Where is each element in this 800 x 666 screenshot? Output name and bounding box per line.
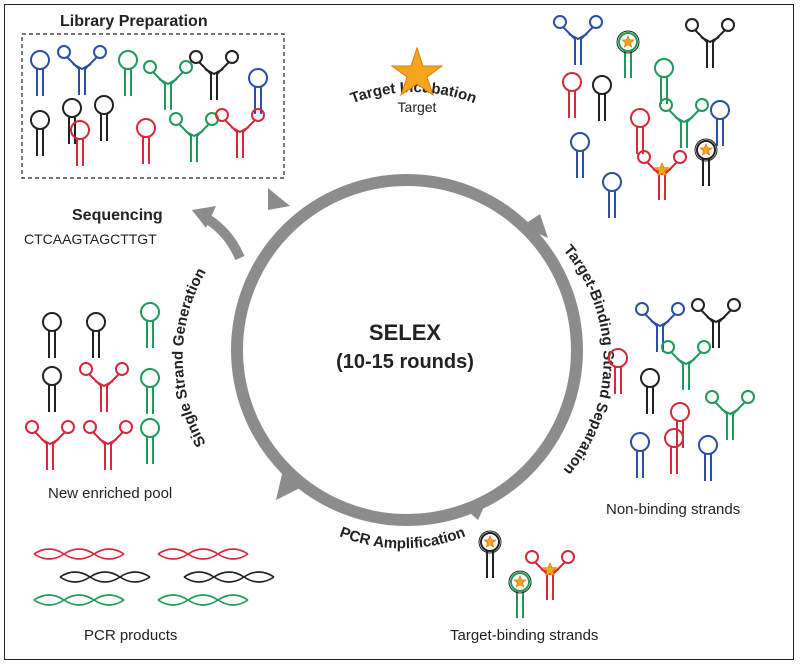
hairpin-aptamer — [570, 132, 590, 178]
library-title: Library Preparation — [60, 13, 208, 30]
pcr-strand — [157, 548, 249, 560]
hairpin-aptamer — [42, 366, 62, 412]
hairpin-aptamer — [248, 68, 268, 114]
pcr-strand — [183, 571, 275, 583]
center-title: SELEX — [369, 320, 441, 345]
junction-aptamer — [143, 60, 193, 110]
pcr-strand — [33, 594, 125, 606]
hairpin-aptamer — [140, 368, 160, 414]
hairpin-aptamer — [478, 530, 502, 578]
hairpin-aptamer — [616, 30, 640, 78]
junction-aptamer — [79, 362, 129, 412]
target-star-icon — [699, 142, 713, 156]
hairpin-aptamer — [562, 72, 582, 118]
target-star-icon — [621, 34, 635, 48]
junction-aptamer — [553, 15, 603, 65]
step-single-strand: Single Strand Generation — [170, 265, 210, 450]
pcr-strand — [33, 548, 125, 560]
pcr-strand — [183, 571, 275, 583]
step-pcr-amplification: PCR Amplification — [337, 524, 467, 553]
sequencing-arrowhead — [192, 206, 216, 228]
junction-aptamer — [215, 108, 265, 158]
sequence-readout: CTCAAGTAGCTTGT — [24, 231, 157, 247]
junction-aptamer — [57, 45, 107, 95]
aptamer-groups — [25, 15, 755, 618]
junction-aptamer — [691, 298, 741, 348]
hairpin-aptamer — [30, 110, 50, 156]
junction-aptamer — [189, 50, 239, 100]
pcr-strand — [59, 571, 151, 583]
junction-aptamer — [705, 390, 755, 440]
junction-aptamer — [169, 112, 219, 162]
pcr-products-label: PCR products — [84, 627, 177, 644]
pcr-products — [33, 548, 275, 606]
target-star-icon — [654, 161, 670, 177]
arrowhead-left — [276, 474, 300, 500]
cycle-arrowheads — [268, 188, 548, 520]
selex-cycle-ring — [192, 174, 583, 526]
hairpin-aptamer — [70, 120, 90, 166]
target-label: Target — [398, 99, 437, 115]
junction-aptamer — [525, 550, 575, 600]
hairpin-aptamer — [140, 418, 160, 464]
hairpin-aptamer — [630, 432, 650, 478]
target-star-icon — [513, 574, 527, 588]
arrowhead-right — [522, 214, 548, 238]
library-box — [21, 33, 285, 179]
hairpin-aptamer — [42, 312, 62, 358]
hairpin-aptamer — [670, 402, 690, 448]
hairpin-aptamer — [654, 58, 674, 104]
hairpin-aptamer — [698, 435, 718, 481]
hairpin-aptamer — [118, 50, 138, 96]
junction-aptamer — [635, 302, 685, 352]
diagram-frame — [4, 4, 794, 660]
hairpin-aptamer — [136, 118, 156, 164]
hairpin-aptamer — [30, 50, 50, 96]
hairpin-aptamer — [664, 428, 684, 474]
target-binding-label: Target-binding strands — [450, 627, 598, 644]
pcr-strand — [33, 548, 125, 560]
hairpin-aptamer — [640, 368, 660, 414]
pcr-strand — [157, 548, 249, 560]
hairpin-aptamer — [86, 312, 106, 358]
pcr-strand — [157, 594, 249, 606]
sequencing-title: Sequencing — [72, 207, 163, 224]
non-binding-label: Non-binding strands — [606, 501, 740, 518]
pcr-strand — [157, 594, 249, 606]
new-pool-label: New enriched pool — [48, 485, 172, 502]
sequencing-branch-arrow — [203, 213, 245, 261]
pcr-strand — [59, 571, 151, 583]
junction-aptamer — [637, 150, 687, 200]
arrowhead-bottom — [462, 498, 488, 520]
pcr-strand — [33, 594, 125, 606]
cycle-arc — [231, 174, 583, 526]
step-separation: Target-Binding Strand Separation — [560, 242, 617, 479]
hairpin-aptamer — [630, 108, 650, 154]
junction-aptamer — [83, 420, 133, 470]
hairpin-aptamer — [592, 75, 612, 121]
hairpin-aptamer — [694, 138, 718, 186]
hairpin-aptamer — [94, 95, 114, 141]
junction-aptamer — [659, 98, 709, 148]
arrowhead-top — [268, 188, 290, 210]
target-star-icon — [390, 46, 444, 97]
hairpin-aptamer — [602, 172, 622, 218]
target-star-icon — [483, 534, 497, 548]
center-subtitle: (10-15 rounds) — [336, 351, 474, 373]
junction-aptamer — [685, 18, 735, 68]
hairpin-aptamer — [608, 348, 628, 394]
hairpin-aptamer — [508, 570, 532, 618]
hairpin-aptamer — [140, 302, 160, 348]
target-star-icon — [542, 561, 558, 577]
hairpin-aptamer — [710, 100, 730, 146]
junction-aptamer — [25, 420, 75, 470]
junction-aptamer — [661, 340, 711, 390]
